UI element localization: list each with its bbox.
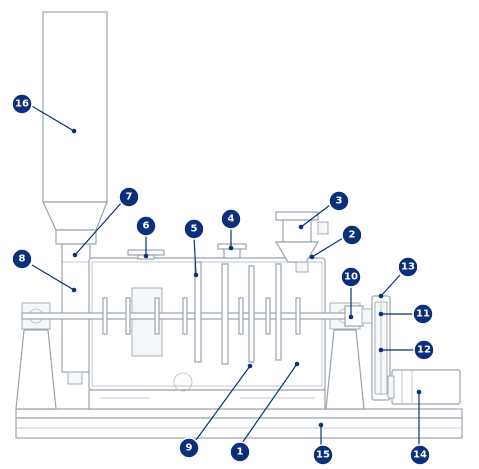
svg-text:6: 6 bbox=[143, 221, 150, 232]
callout-8: 8 bbox=[11, 248, 33, 270]
callout-badges: 1 2 3 4 5 6 7 8 bbox=[11, 93, 435, 466]
callout-6: 6 bbox=[135, 215, 157, 237]
agitator-shaft bbox=[21, 312, 363, 320]
callout-3: 3 bbox=[328, 190, 350, 212]
svg-text:16: 16 bbox=[15, 99, 29, 110]
callout-15: 15 bbox=[312, 444, 334, 466]
callout-1: 1 bbox=[229, 441, 251, 463]
svg-text:8: 8 bbox=[19, 254, 26, 265]
leader-lines bbox=[29, 104, 420, 447]
side-inlet bbox=[274, 211, 329, 273]
bearing-coupling bbox=[344, 305, 373, 327]
callout-10: 10 bbox=[340, 266, 362, 288]
svg-text:4: 4 bbox=[228, 214, 235, 225]
svg-text:11: 11 bbox=[416, 309, 430, 320]
callout-12: 12 bbox=[413, 339, 435, 361]
callout-13: 13 bbox=[397, 256, 419, 278]
drive-motor bbox=[387, 369, 461, 405]
agitator-blades bbox=[102, 261, 301, 365]
svg-text:7: 7 bbox=[126, 192, 133, 203]
svg-text:1: 1 bbox=[237, 447, 244, 458]
callout-7: 7 bbox=[118, 186, 140, 208]
equipment-drawing bbox=[15, 11, 463, 439]
svg-text:15: 15 bbox=[316, 450, 330, 461]
svg-text:10: 10 bbox=[344, 272, 358, 283]
trough-emblem bbox=[173, 372, 193, 392]
mixing-trough bbox=[88, 257, 326, 410]
svg-text:13: 13 bbox=[401, 262, 415, 273]
feed-chute bbox=[61, 243, 91, 385]
callout-5: 5 bbox=[183, 218, 205, 240]
svg-text:5: 5 bbox=[191, 224, 198, 235]
callout-16: 16 bbox=[11, 93, 33, 115]
callout-14: 14 bbox=[409, 444, 431, 466]
svg-text:9: 9 bbox=[186, 443, 193, 454]
svg-text:12: 12 bbox=[417, 345, 431, 356]
leader-dots bbox=[71, 128, 422, 428]
svg-text:2: 2 bbox=[349, 230, 356, 241]
callout-9: 9 bbox=[178, 437, 200, 459]
callout-4: 4 bbox=[220, 208, 242, 230]
feed-hopper bbox=[42, 11, 108, 245]
callout-2: 2 bbox=[341, 224, 363, 246]
svg-text:14: 14 bbox=[413, 450, 427, 461]
svg-text:3: 3 bbox=[336, 196, 343, 207]
base-frame bbox=[15, 408, 463, 439]
callout-11: 11 bbox=[412, 303, 434, 325]
